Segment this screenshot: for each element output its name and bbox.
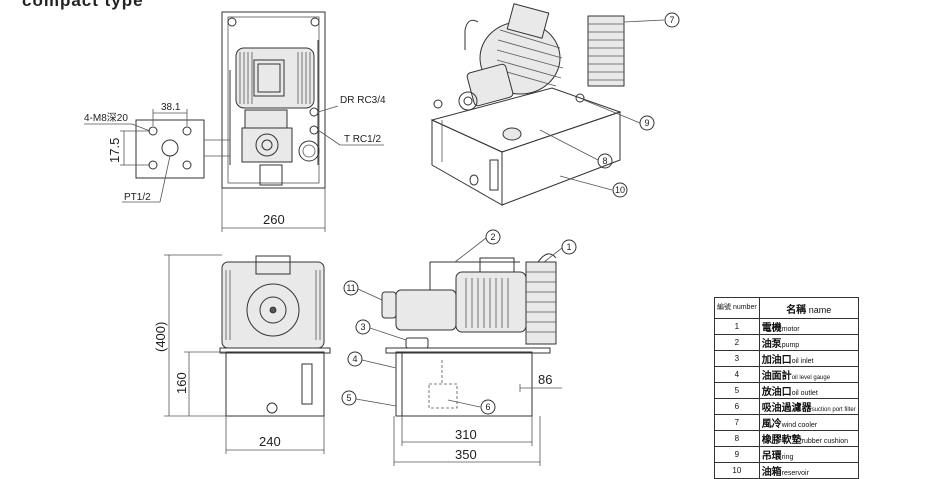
parts-row-name: 風冷wind cooler [758, 414, 859, 431]
callout-3: 3 [360, 322, 365, 332]
label-dr-rc34: DR RC3/4 [340, 95, 386, 106]
parts-row-name: 加油口oil inlet [758, 350, 859, 367]
parts-row-name-zh: 電機 [761, 323, 782, 334]
parts-row-number: 3 [714, 350, 760, 367]
parts-row-name: 吊環ring [758, 446, 859, 463]
motor-fins [239, 52, 311, 104]
callout-6: 6 [485, 402, 490, 412]
callout-7: 7 [669, 15, 674, 25]
parts-row-name-en: rubber cushion [801, 438, 848, 445]
parts-row-name-en: oil outlet [791, 390, 818, 397]
dim-160: 160 [174, 372, 189, 394]
parts-row-name-zh: 油泵 [761, 339, 782, 350]
parts-row-name: 油箱reservoir [758, 462, 859, 479]
parts-header-name: 名稱 name [758, 297, 859, 319]
parts-row-name-zh: 風冷 [761, 419, 782, 430]
parts-row-name-zh: 油面計 [761, 371, 792, 382]
label-t-rc12: T RC1/2 [344, 134, 381, 145]
iso-cooler-fins [588, 23, 624, 81]
parts-row-name-zh: 橡膠軟墊 [761, 435, 802, 446]
parts-row-name-en: motor [781, 326, 800, 333]
parts-row-name-zh: 加油口 [761, 355, 792, 366]
dim-400: (400) [153, 322, 168, 352]
isometric-view: 7 9 8 10 [430, 3, 680, 206]
parts-row-name-en: reservoir [781, 470, 809, 477]
side-motor-fins [465, 278, 509, 328]
parts-row-name-en: suction port filter [811, 407, 856, 413]
dim-38-1: 38.1 [161, 102, 181, 113]
side-view: 2 1 11 3 4 5 6 86 310 350 [341, 229, 577, 466]
callout-1: 1 [566, 242, 571, 252]
parts-row-number: 6 [714, 398, 760, 415]
parts-header-number: 編號 number [714, 297, 760, 319]
callout-9: 9 [644, 118, 649, 128]
callout-5: 5 [346, 393, 351, 403]
parts-row-number: 5 [714, 382, 760, 399]
parts-row-name-en: pump [781, 342, 800, 349]
parts-row-number: 8 [714, 430, 760, 447]
page-heading: compact type [22, 0, 144, 10]
dim-86: 86 [538, 372, 552, 387]
parts-row-name-zh: 放油口 [761, 387, 792, 398]
parts-row-name: 橡膠軟墊rubber cushion [758, 430, 859, 447]
parts-row-number: 2 [714, 334, 760, 351]
top-view: 38.1 17.5 4-M8深20 PT1/2 DR RC3/4 T RC1/2… [84, 11, 386, 232]
front-fins [225, 270, 321, 340]
parts-row-name-en: oil level gauge [791, 375, 831, 381]
parts-row-number: 10 [714, 462, 760, 479]
callout-11: 11 [346, 283, 355, 293]
parts-row-number: 1 [714, 318, 760, 335]
parts-row-name-en: oil inlet [791, 358, 814, 365]
parts-row-name-zh: 吊環 [761, 451, 782, 462]
dim-350: 350 [455, 447, 477, 462]
parts-row-name-zh: 吸油過濾器 [761, 403, 812, 414]
parts-row-name-en: wind cooler [781, 422, 818, 429]
parts-row-name: 吸油過濾器suction port filter [758, 398, 859, 415]
callout-2: 2 [490, 232, 495, 242]
label-pt12: PT1/2 [124, 192, 151, 203]
callout-4: 4 [352, 354, 357, 364]
parts-row-name: 電機motor [758, 318, 859, 335]
parts-row-name: 油面計oil level gauge [758, 366, 859, 383]
parts-row-number: 7 [714, 414, 760, 431]
label-m8-holes: 4-M8深20 [84, 112, 128, 124]
dim-310: 310 [455, 427, 477, 442]
front-view: (400) 160 240 [153, 254, 331, 454]
side-cooler-fins [526, 271, 556, 333]
parts-row-name-en: ring [781, 454, 794, 461]
dim-240: 240 [259, 434, 281, 449]
parts-row-number: 9 [714, 446, 760, 463]
parts-row-number: 4 [714, 366, 760, 383]
iso-motor-fins [496, 29, 564, 87]
parts-row-name: 放油口oil outlet [758, 382, 859, 399]
dim-260: 260 [263, 212, 285, 227]
callout-8: 8 [602, 156, 607, 166]
dim-17-5: 17.5 [107, 138, 122, 163]
parts-row-name: 油泵pump [758, 334, 859, 351]
callout-10: 10 [615, 185, 625, 195]
